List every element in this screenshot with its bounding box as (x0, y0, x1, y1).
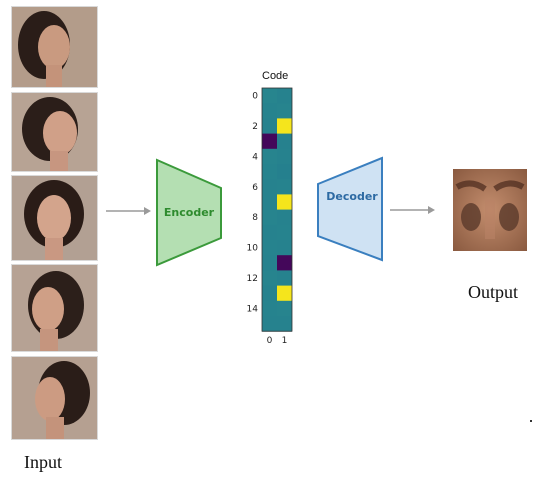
encoder-block: Encoder (156, 158, 222, 267)
code-y-tick: 0 (252, 92, 258, 102)
code-x-tick: 0 (267, 336, 273, 346)
input-label: Input (24, 452, 62, 472)
arrow-input-to-encoder (106, 207, 151, 215)
code-cell (262, 118, 277, 135)
code-cell (277, 285, 292, 302)
code-cell (277, 240, 292, 256)
arrow-decoder-to-output (390, 206, 435, 214)
code-cell (277, 224, 292, 241)
code-y-tick: 12 (247, 274, 258, 284)
code-cell (262, 300, 277, 317)
code-cell (277, 316, 292, 332)
code-cell (262, 255, 277, 271)
code-cell (262, 179, 277, 195)
code-y-tick: 14 (247, 304, 259, 314)
code-cell (277, 118, 292, 135)
stray-dot (530, 420, 532, 422)
code-cell (277, 194, 292, 211)
code-cell (262, 240, 277, 256)
code-cell (262, 103, 277, 119)
encoder-label: Encoder (164, 206, 215, 219)
code-y-tick: 4 (252, 152, 258, 162)
input-image-2 (11, 92, 98, 172)
code-cell (277, 88, 292, 104)
code-frame (261, 87, 293, 332)
code-title: Code (262, 70, 289, 82)
code-cell (262, 316, 277, 332)
code-cell (277, 179, 292, 195)
code-cell (262, 133, 277, 150)
code-cell (277, 270, 292, 287)
code-cell (262, 270, 277, 287)
decoder-label: Decoder (326, 190, 378, 203)
output-image (453, 169, 527, 251)
code-y-tick: 10 (247, 244, 259, 254)
code-cell (277, 148, 292, 165)
decoder-block: Decoder (317, 156, 383, 262)
code-y-tick: 2 (252, 122, 258, 132)
code-cell (277, 103, 292, 119)
code-y-tick: 6 (252, 183, 258, 193)
output-label: Output (468, 282, 519, 302)
code-cell (262, 88, 277, 104)
code-cell (262, 224, 277, 241)
code-cell (262, 209, 277, 226)
code-cell (262, 285, 277, 302)
code-cell (277, 164, 292, 180)
code-cell (262, 194, 277, 211)
code-x-tick: 1 (282, 336, 288, 346)
code-cell (277, 133, 292, 150)
code-cell (277, 209, 292, 226)
input-image-4 (11, 264, 98, 352)
input-image-1 (11, 6, 98, 88)
code-cell (277, 300, 292, 317)
code-cell (262, 164, 277, 180)
input-image-5 (11, 356, 98, 440)
code-cell (262, 148, 277, 165)
input-image-3 (11, 175, 98, 261)
code-cell (277, 255, 292, 271)
code-y-tick: 8 (252, 213, 258, 223)
